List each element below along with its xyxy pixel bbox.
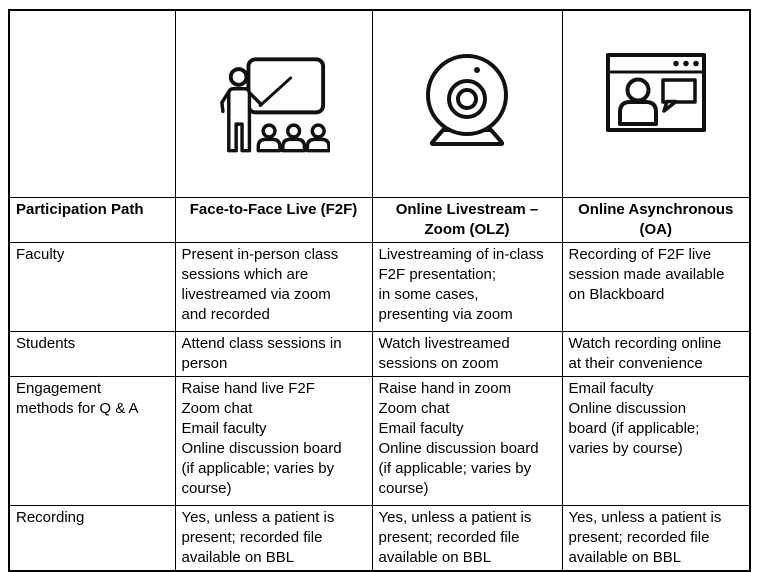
row-label-engagement: Engagement methods for Q & A bbox=[8, 376, 176, 506]
recording-f2f-cell: Yes, unless a patient is present; record… bbox=[174, 505, 373, 572]
recording-oa-cell: Yes, unless a patient is present; record… bbox=[561, 505, 751, 572]
table-row-engagement: Engagement methods for Q & A Raise hand … bbox=[8, 376, 751, 506]
engagement-olz-cell: Raise hand in zoom Zoom chat Email facul… bbox=[371, 376, 563, 506]
faculty-olz-cell: Livestreaming of in-class F2F presentati… bbox=[371, 242, 563, 332]
students-oa-cell: Watch recording online at their convenie… bbox=[561, 331, 751, 377]
olz-icon-cell bbox=[371, 9, 563, 198]
empty-corner-cell bbox=[8, 9, 176, 198]
students-olz-cell: Watch livestreamed sessions on zoom bbox=[371, 331, 563, 377]
header-f2f: Face-to-Face Live (F2F) bbox=[174, 197, 373, 243]
row-label-students: Students bbox=[8, 331, 176, 377]
header-olz: Online Livestream – Zoom (OLZ) bbox=[371, 197, 563, 243]
header-oa: Online Asynchronous (OA) bbox=[561, 197, 751, 243]
header-participation-path: Participation Path bbox=[8, 197, 176, 243]
table-row-icons bbox=[8, 9, 751, 198]
participation-paths-table: Participation Path Face-to-Face Live (F2… bbox=[8, 9, 751, 572]
participation-paths-table-page: Participation Path Face-to-Face Live (F2… bbox=[8, 9, 751, 572]
table-row-students: Students Attend class sessions in person… bbox=[8, 331, 751, 377]
faculty-oa-cell: Recording of F2F live session made avail… bbox=[561, 242, 751, 332]
oa-icon-cell bbox=[561, 9, 751, 198]
row-label-faculty: Faculty bbox=[8, 242, 176, 332]
students-f2f-cell: Attend class sessions in person bbox=[174, 331, 373, 377]
f2f-icon-cell bbox=[174, 9, 373, 198]
engagement-oa-cell: Email faculty Online discussion board (i… bbox=[561, 376, 751, 506]
audience-members-icon bbox=[256, 123, 330, 153]
table-row-recording: Recording Yes, unless a patient is prese… bbox=[8, 505, 751, 572]
table-row-faculty: Faculty Present in-person class sessions… bbox=[8, 242, 751, 332]
teacher-presenting-icon bbox=[182, 53, 366, 155]
engagement-f2f-cell: Raise hand live F2F Zoom chat Email facu… bbox=[174, 376, 373, 506]
webcam-icon bbox=[379, 53, 556, 147]
faculty-f2f-cell: Present in-person class sessions which a… bbox=[174, 242, 373, 332]
online-session-icon bbox=[569, 53, 744, 133]
row-label-recording: Recording bbox=[8, 505, 176, 572]
recording-olz-cell: Yes, unless a patient is present; record… bbox=[371, 505, 563, 572]
table-row-headers: Participation Path Face-to-Face Live (F2… bbox=[8, 197, 751, 243]
